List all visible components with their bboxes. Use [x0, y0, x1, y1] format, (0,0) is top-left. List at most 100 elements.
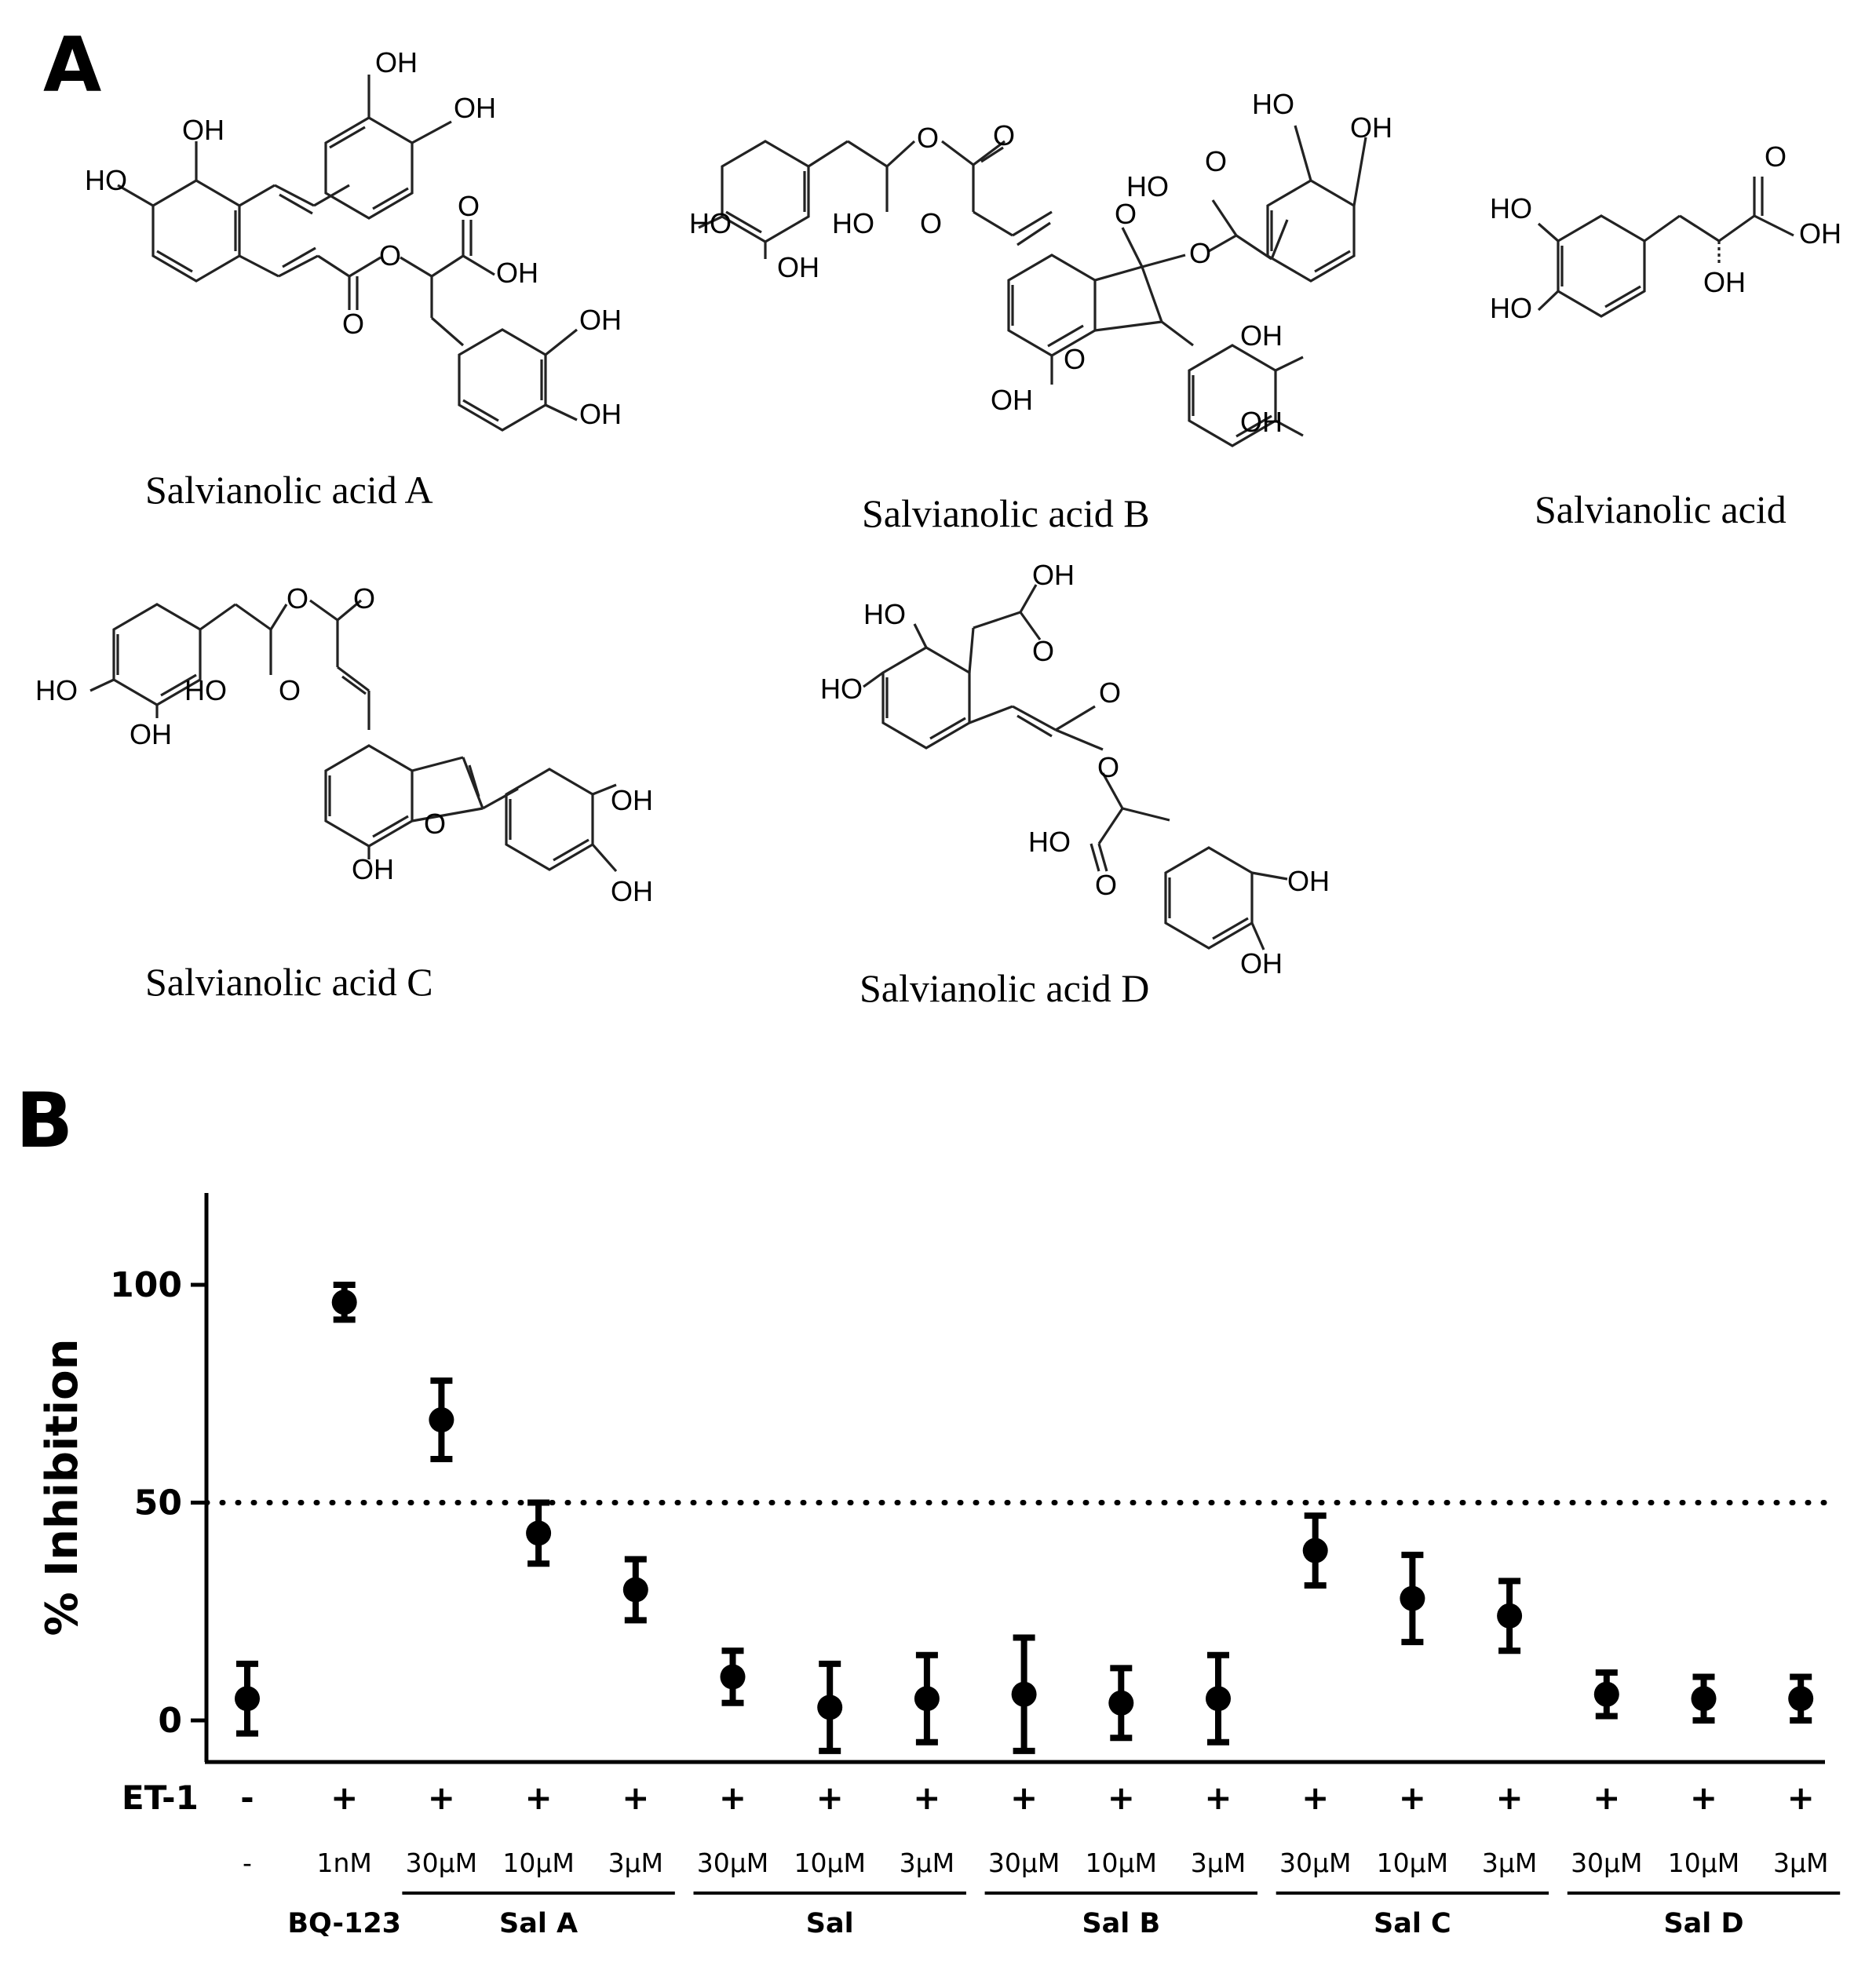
atom-label: O [342, 308, 364, 340]
atom-label: HO [85, 164, 127, 196]
concentration-label: 10µM [1668, 1848, 1739, 1878]
atom-label: OH [1240, 947, 1283, 980]
atom-label: O [920, 207, 942, 239]
atom-label: HO [1490, 292, 1532, 324]
atom-label: O [379, 239, 401, 272]
concentration-label: 10µM [502, 1848, 574, 1878]
atom-label: OH [375, 46, 418, 78]
et1-sign: + [913, 1778, 940, 1817]
atom-label: O [458, 190, 480, 222]
structures-figure: OH OH OH HO O O OH O OH OH O O HO OH HO … [35, 46, 1841, 980]
atom-label: O [1097, 751, 1119, 783]
et1-sign: + [524, 1778, 552, 1817]
atom-label: OH [991, 384, 1033, 416]
atom-label: OH [611, 875, 653, 907]
group-labels: BQ-123 Sal A Sal Sal B Sal C Sal D [287, 1892, 1841, 1939]
y-ticks: 0 50 100 [110, 1265, 206, 1741]
et1-sign: + [719, 1778, 746, 1817]
atom-label: O [279, 674, 301, 706]
concentration-label: 3µM [1191, 1848, 1246, 1878]
atom-label: OH [1287, 865, 1330, 897]
data-point [1497, 1603, 1523, 1629]
data-points [235, 1282, 1814, 1754]
group-label: Sal B [1082, 1908, 1160, 1939]
atom-label: HO [820, 673, 863, 705]
data-point [1206, 1686, 1231, 1712]
y-axis-label: % Inhibition [37, 1339, 88, 1636]
concentration-label: 30µM [406, 1848, 477, 1878]
atom-label: OH [182, 114, 224, 146]
atom-label: HO [689, 207, 732, 239]
atom-label: HO [1252, 88, 1294, 120]
et1-sign: + [1690, 1778, 1717, 1817]
group-label: Sal D [1663, 1908, 1743, 1939]
data-point [235, 1686, 260, 1712]
salvianolic-acid-b-structure [698, 125, 1367, 447]
concentration-label: 30µM [1279, 1848, 1351, 1878]
salvianolic-acid-d-labels: OH HO O HO O O HO O OH OH [820, 559, 1330, 980]
concentration-label: 10µM [794, 1848, 865, 1878]
salvianolic-acid-labels: O HO OH HO OH [1490, 140, 1841, 324]
concentration-label: 10µM [1086, 1848, 1157, 1878]
concentration-label: 3µM [1773, 1848, 1828, 1878]
data-point [429, 1407, 454, 1433]
concentration-label: 1nM [317, 1848, 372, 1878]
group-label: BQ-123 [287, 1908, 401, 1939]
et1-sign: + [428, 1778, 455, 1817]
atom-label: OH [1799, 217, 1841, 250]
et1-sign: + [330, 1778, 358, 1817]
atom-label: O [1115, 198, 1137, 230]
y-tick-label: 50 [134, 1483, 182, 1523]
concentration-label: - [243, 1848, 252, 1878]
atom-label: HO [1126, 170, 1169, 202]
atom-label: OH [777, 251, 819, 283]
et1-sign: + [1108, 1778, 1135, 1817]
atom-label: O [353, 582, 375, 615]
group-label: Sal C [1374, 1908, 1451, 1939]
atom-label: OH [352, 853, 394, 885]
concentration-label: 3µM [1482, 1848, 1537, 1878]
caption-salvianolic-acid-b: Salvianolic acid B [862, 491, 1150, 535]
salvianolic-acid-b-labels: O O HO OH HO O HO OH HO O O O O OH OH OH [689, 88, 1392, 438]
data-point [1302, 1538, 1328, 1563]
atom-label: HO [832, 207, 874, 239]
data-point [817, 1695, 843, 1720]
data-point [914, 1686, 940, 1712]
data-point [526, 1520, 552, 1546]
et1-sign: + [1399, 1778, 1426, 1817]
et1-sign: + [1495, 1778, 1523, 1817]
et1-sign: + [1787, 1778, 1815, 1817]
atom-label: OH [1240, 319, 1283, 352]
et1-row-label: ET-1 [122, 1778, 199, 1817]
atom-label: O [1099, 677, 1121, 709]
atom-label: O [1095, 869, 1117, 901]
group-label: Sal A [499, 1908, 578, 1939]
atom-label: OH [496, 257, 538, 289]
group-label: Sal [806, 1908, 854, 1939]
atom-label: O [1064, 343, 1086, 375]
data-point [622, 1577, 648, 1603]
atom-label: O [424, 808, 446, 840]
atom-label: HO [1028, 826, 1071, 858]
data-point [1400, 1585, 1425, 1611]
caption-salvianolic-acid-a: Salvianolic acid A [145, 468, 433, 512]
y-tick-label: 100 [110, 1265, 182, 1305]
atom-label: O [1765, 140, 1787, 173]
concentration-label: 30µM [988, 1848, 1060, 1878]
atom-label: OH [1032, 559, 1075, 591]
et1-sign: - [240, 1778, 254, 1817]
atom-label: OH [1240, 406, 1283, 438]
data-point [331, 1290, 357, 1315]
panel-a-label: A [43, 21, 102, 109]
salvianolic-acid-structure [1537, 177, 1794, 318]
data-point [1108, 1690, 1134, 1716]
salvianolic-acid-a-structure [117, 75, 578, 432]
y-tick-label: 0 [158, 1701, 182, 1741]
atom-label: OH [579, 398, 622, 430]
salvianolic-acid-a-labels: OH OH OH HO O O OH O OH OH [85, 46, 622, 430]
atom-label: OH [579, 304, 622, 336]
panel-b-label: B [16, 1077, 74, 1165]
concentration-label: 10µM [1377, 1848, 1448, 1878]
